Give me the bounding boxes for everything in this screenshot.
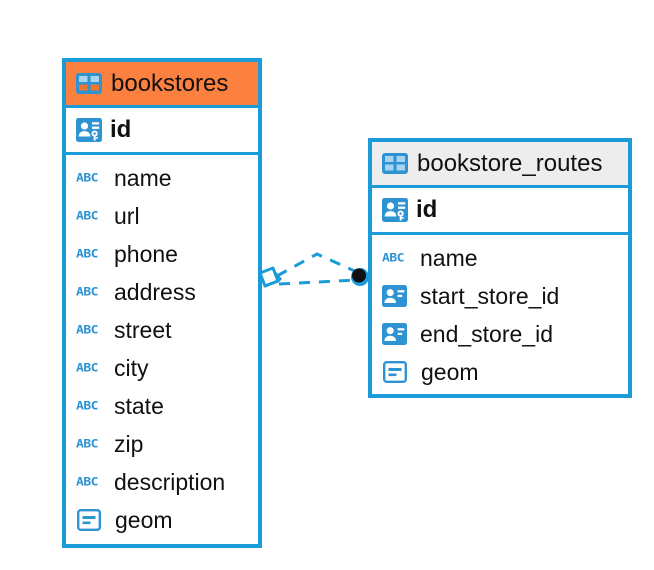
field-row-url[interactable]: ABC url [66,197,258,235]
abc-icon: ABC [76,285,98,299]
filled-circle-marker [351,268,369,286]
geometry-icon [76,509,107,531]
field-row-city[interactable]: ABC city [66,349,258,387]
field-label-city: city [114,354,149,381]
field-row-description[interactable]: ABC description [66,463,258,501]
field-label-geom: geom [115,506,173,533]
field-row-primary-key[interactable]: id [66,108,258,155]
abc-icon: ABC [76,247,98,261]
entity-table-bookstore-routes[interactable]: bookstore_routes id ABC [368,138,632,398]
diamond-arrow-marker [258,266,283,288]
relationship-line-upper [276,252,360,278]
geometry-icon [382,361,413,383]
field-row-address[interactable]: ABC address [66,273,258,311]
primary-key-icon [76,118,102,142]
abc-icon: ABC [76,209,98,223]
field-row-zip[interactable]: ABC zip [66,425,258,463]
abc-icon: ABC [76,171,98,185]
field-label-street: street [114,316,172,343]
abc-icon: ABC [76,323,98,337]
table-icon [76,73,102,94]
entity-title-bookstores: bookstores [111,69,229,97]
relationship-connector[interactable] [255,240,380,320]
field-label-zip: zip [114,430,144,457]
field-label-geom: geom [421,358,479,385]
field-list-bookstore-routes: ABC name start_store_id [372,235,628,395]
entity-header-bookstore-routes[interactable]: bookstore_routes [372,142,628,188]
field-row-primary-key[interactable]: id [372,188,628,235]
field-row-geom[interactable]: geom [66,501,258,539]
abc-icon: ABC [76,437,98,451]
field-label-id: id [416,196,438,223]
table-icon [382,153,408,174]
entity-table-bookstores[interactable]: bookstores id ABC [62,58,262,548]
field-label-phone: phone [114,240,178,267]
entity-title-bookstore-routes: bookstore_routes [417,149,603,177]
field-row-phone[interactable]: ABC phone [66,235,258,273]
entity-header-bookstores[interactable]: bookstores [66,62,258,108]
field-label-address: address [114,278,196,305]
field-label-url: url [114,202,140,229]
abc-icon: ABC [76,361,98,375]
abc-icon: ABC [382,251,404,265]
field-label-name: name [420,244,478,271]
field-label-id: id [110,116,132,143]
primary-key-icon [382,198,408,222]
foreign-key-icon [382,285,412,307]
field-row-name[interactable]: ABC name [66,159,258,197]
abc-icon: ABC [76,399,98,413]
field-label-description: description [114,468,226,495]
field-label-state: state [114,392,164,419]
field-label-name: name [114,164,172,191]
field-row-geom[interactable]: geom [372,353,628,391]
field-row-street[interactable]: ABC street [66,311,258,349]
field-row-start-store-id[interactable]: start_store_id [372,277,628,315]
field-row-name[interactable]: ABC name [372,239,628,277]
field-row-state[interactable]: ABC state [66,387,258,425]
abc-icon: ABC [76,475,98,489]
field-label-start-store-id: start_store_id [420,282,560,309]
field-list-bookstores: ABC name ABC url ABC phone ABC address A… [66,155,258,543]
field-label-end-store-id: end_store_id [420,320,553,347]
field-row-end-store-id[interactable]: end_store_id [372,315,628,353]
foreign-key-icon [382,323,412,345]
relationship-line-lower [278,278,358,286]
